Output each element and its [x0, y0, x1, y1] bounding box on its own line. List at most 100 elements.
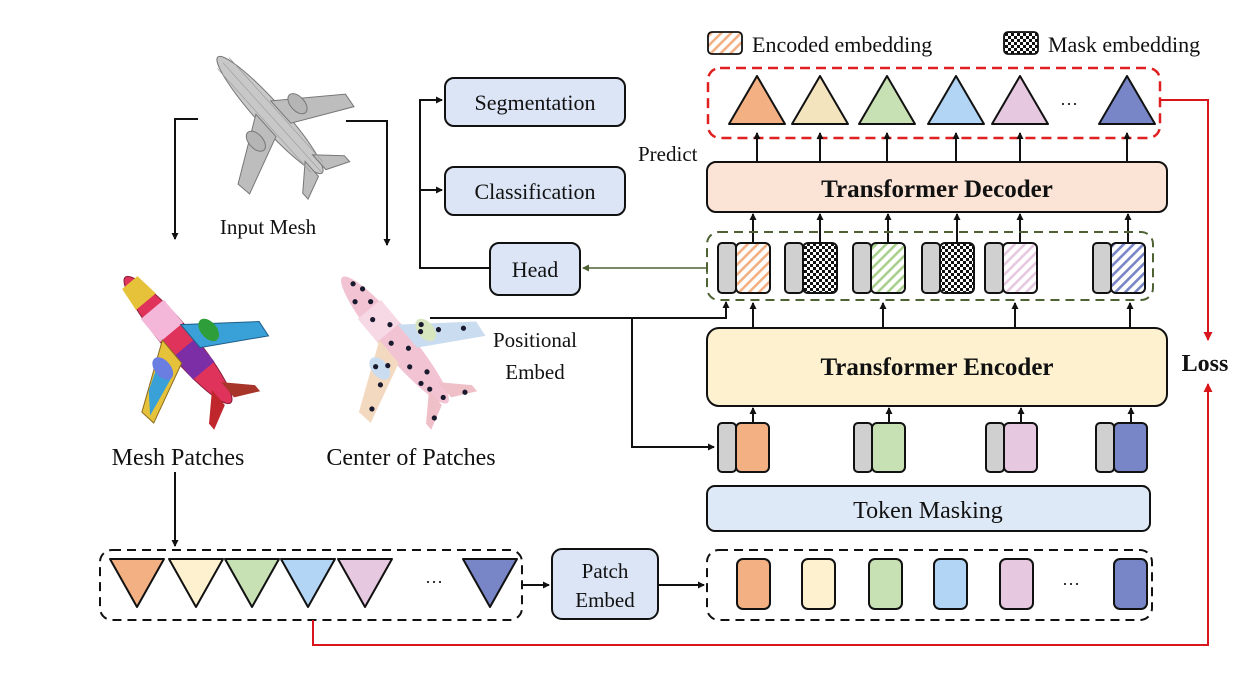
center-of-patches-label: Center of Patches: [326, 445, 495, 471]
patch-embedding-tokens: [736, 558, 1148, 610]
patch-center-dot: [388, 340, 394, 346]
patch-embed-label-line1: Patch: [582, 559, 629, 583]
positional-to-encoder-arrow: [631, 318, 715, 451]
predict-label: Predict: [638, 142, 698, 166]
patch-center-dot: [373, 364, 379, 370]
mesh-patch-triangle: [168, 558, 224, 608]
input-mesh-label: Input Mesh: [220, 215, 317, 239]
transformer-encoder-box: [706, 327, 1168, 407]
patch-center-dot: [352, 299, 358, 305]
decoder-input-tokens: [717, 242, 1146, 294]
transformer-decoder-box: [706, 161, 1168, 213]
token-masking-box: [706, 485, 1151, 532]
airplane-patch-centers-icon: [341, 276, 486, 430]
patch-center-dots: [350, 281, 468, 421]
decoder-output-arrows: [749, 132, 1132, 243]
mesh-ellipsis: ···: [425, 572, 443, 592]
input-mesh-image: [216, 55, 355, 201]
reconstruction-group-border: [706, 66, 1162, 140]
patch-embedding-token: [933, 558, 968, 610]
patch-center-dot: [368, 299, 374, 305]
token-masking-label: Token Masking: [853, 498, 1003, 524]
patch-center-dot: [385, 363, 391, 369]
target-to-loss-line: [312, 383, 1213, 646]
encoded-embedding-token: [735, 242, 771, 294]
positional-to-decoder-arrow: [430, 301, 730, 319]
encoder-input-tokens: [717, 422, 1148, 473]
positional-token: [853, 422, 873, 473]
positional-token: [984, 242, 1004, 294]
positional-token: [784, 242, 804, 294]
encoded-embedding-token: [1002, 242, 1038, 294]
airplane-wireframe-mesh-icon: [216, 55, 355, 201]
mesh-patch-triangle: [280, 558, 336, 608]
patch-center-dot: [418, 321, 424, 328]
mask-embedding-token: [939, 242, 975, 294]
loss-label: Loss: [1182, 351, 1229, 377]
input-to-patches-arrow: [171, 118, 198, 240]
mask-embedding-swatch: [1003, 31, 1039, 55]
mesh-patch-triangle: [462, 558, 518, 608]
patch-center-dot: [431, 415, 437, 421]
encoder-input-arrows: [749, 407, 1135, 423]
positional-embed-label-line1: Positional: [493, 328, 577, 352]
predicted-ellipsis: ···: [1060, 94, 1078, 114]
positional-token: [921, 242, 941, 294]
mesh-patch-triangle: [109, 558, 165, 608]
patch-center-dot: [387, 322, 393, 328]
patch-embedding-token: [868, 558, 903, 610]
segmentation-box: [444, 77, 626, 127]
predicted-patch-triangle: [858, 75, 916, 125]
legend: Encoded embedding Mask embedding: [707, 31, 1200, 57]
patch-center-dot: [350, 281, 356, 287]
predicted-patch-triangle: [1098, 75, 1156, 125]
classification-box: [444, 166, 626, 216]
patch-center-dot: [427, 386, 433, 392]
patch-center-dot: [405, 345, 412, 351]
head-to-segmentation-arrow: [419, 96, 490, 269]
positional-token: [1092, 242, 1112, 294]
patch-embedding-token: [999, 558, 1034, 610]
patch-center-dot: [359, 286, 366, 292]
positional-token: [1095, 422, 1115, 473]
patch-embedding-token: [801, 558, 836, 610]
visible-patch-token: [1113, 422, 1148, 473]
classification-label: Classification: [475, 179, 596, 204]
head-label: Head: [512, 257, 558, 282]
visible-patch-token: [1003, 422, 1038, 473]
legend-mask-label: Mask embedding: [1048, 32, 1200, 57]
positional-token: [717, 422, 737, 473]
mesh-patch-triangles: [109, 558, 518, 608]
predicted-patch-triangle: [791, 75, 849, 125]
mesh-patches-label: Mesh Patches: [112, 445, 245, 471]
encoded-embedding-token: [1110, 242, 1146, 294]
embeddings-ellipsis: ···: [1062, 574, 1080, 594]
positional-token: [985, 422, 1005, 473]
positional-token: [852, 242, 872, 294]
patch-embed-label-line2: Embed: [575, 588, 635, 612]
predicted-triangles: [728, 75, 1156, 125]
patch-center-dot: [377, 382, 384, 388]
predicted-patch-triangle: [927, 75, 985, 125]
visible-patch-token: [871, 422, 906, 473]
mask-embedding-token: [802, 242, 838, 294]
transformer-encoder-label: Transformer Encoder: [820, 354, 1053, 381]
predicted-patch-triangle: [991, 75, 1049, 125]
encoded-embedding-swatch: [707, 31, 743, 55]
patch-center-dot: [460, 325, 467, 331]
input-to-centers-arrow: [346, 120, 391, 246]
mesh-patches-image: [122, 275, 270, 430]
decoder-input-arrows: [749, 302, 1134, 328]
patch-center-dot: [435, 327, 442, 333]
patch-center-dot: [417, 328, 424, 335]
transformer-decoder-label: Transformer Decoder: [821, 176, 1053, 203]
patch-embeddings-group-border: [706, 549, 1153, 621]
legend-encoded-label: Encoded embedding: [752, 32, 932, 57]
prediction-to-loss-line: [1160, 99, 1213, 341]
patch-center-dot: [407, 364, 413, 370]
positional-embed-label-line2: Embed: [505, 360, 565, 384]
segmentation-label: Segmentation: [475, 90, 596, 115]
patch-center-dot: [369, 406, 375, 412]
